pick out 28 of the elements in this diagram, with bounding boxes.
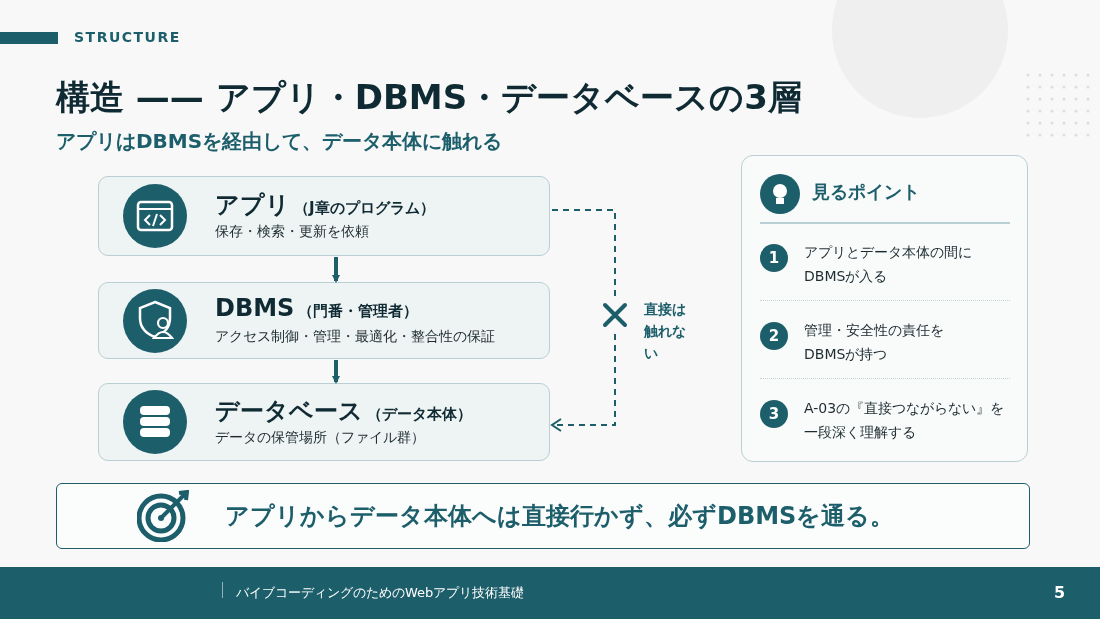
subtitle: アプリはDBMSを経由して、データ本体に触れる bbox=[56, 128, 503, 155]
layer-role: （J章のプログラム） bbox=[294, 199, 435, 217]
point-text: 管理・安全性の責任をDBMSが持つ bbox=[804, 321, 945, 364]
number-badge: 1 bbox=[760, 244, 788, 272]
layer-name: データベース bbox=[215, 397, 363, 425]
layer-role: （データ本体） bbox=[367, 405, 472, 423]
section-label: STRUCTURE bbox=[74, 29, 181, 45]
layer-description: アクセス制御・管理・最適化・整合性の保証 bbox=[215, 327, 495, 346]
takeaway-text: アプリからデータ本体へは直接行かず、必ずDBMSを通る。 bbox=[225, 501, 895, 532]
panel-heading: 見るポイント bbox=[812, 180, 920, 204]
number-badge: 2 bbox=[760, 322, 788, 350]
layer-description: 保存・検索・更新を依頼 bbox=[215, 223, 369, 241]
takeaway-box bbox=[56, 483, 1030, 549]
points-panel bbox=[741, 155, 1028, 462]
layer-card bbox=[98, 383, 550, 461]
title: 構造 —— アプリ・DBMS・データベースの3層 bbox=[56, 76, 802, 119]
edge-label: 直接は触れない bbox=[644, 300, 687, 363]
layer-card bbox=[98, 282, 550, 359]
point-text: アプリとデータ本体の間にDBMSが入る bbox=[804, 243, 973, 286]
page-number: 5 bbox=[1054, 583, 1066, 602]
point-text: A-03の『直接つながらない』を一段深く理解する bbox=[804, 399, 1006, 442]
layer-role: （門番・管理者） bbox=[298, 301, 419, 320]
layer-card bbox=[98, 176, 550, 256]
layer-name: アプリ bbox=[215, 191, 290, 219]
footer-text: バイブコーディングのためのWebアプリ技術基礎 bbox=[236, 584, 525, 602]
layer-description: データの保管場所（ファイル群） bbox=[215, 429, 425, 447]
number-badge: 3 bbox=[760, 400, 788, 428]
layer-name: DBMS bbox=[215, 293, 295, 322]
